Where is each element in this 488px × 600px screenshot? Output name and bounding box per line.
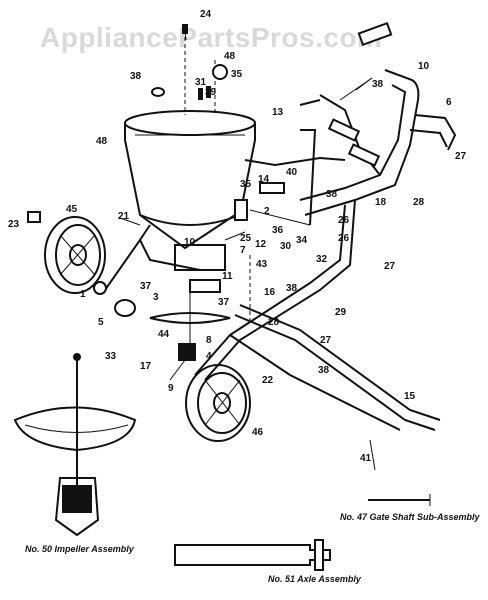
top-hardware [151, 24, 228, 100]
callout-16: 16 [264, 287, 276, 298]
handle-frame [244, 21, 457, 226]
callout-31: 31 [195, 77, 207, 88]
callout-22: 22 [262, 375, 274, 386]
callout-38: 38 [130, 71, 142, 82]
callout-10: 10 [418, 61, 430, 72]
callout-28: 28 [413, 197, 425, 208]
callout-32: 32 [316, 254, 328, 265]
callout-12: 12 [255, 239, 267, 250]
callout-33: 33 [105, 351, 117, 362]
callout-2: 2 [264, 206, 270, 217]
callout-46: 46 [252, 427, 264, 438]
callout-10: 10 [184, 237, 196, 248]
callout-3: 3 [153, 292, 159, 303]
callout-43: 43 [256, 259, 268, 270]
callout-40: 40 [286, 167, 298, 178]
callout-5: 5 [98, 317, 104, 328]
callout-21: 21 [118, 211, 130, 222]
callout-14: 14 [258, 174, 270, 185]
impeller-assembly-drawing [13, 353, 137, 537]
callout-44: 44 [158, 329, 170, 340]
callout-38: 38 [326, 189, 338, 200]
callout-27: 27 [455, 151, 467, 162]
callout-15: 15 [404, 391, 416, 402]
callout-24: 24 [200, 9, 212, 20]
callout-38: 38 [318, 365, 330, 376]
callout-7: 7 [240, 245, 246, 256]
callout-41: 41 [360, 453, 372, 464]
callout-4: 4 [206, 351, 212, 362]
callout-37: 37 [218, 297, 230, 308]
callout-28: 28 [268, 317, 280, 328]
gate-shaft-drawing [368, 494, 431, 506]
right-wheel [185, 364, 251, 442]
callout-48: 48 [96, 136, 108, 147]
callout-34: 34 [296, 235, 308, 246]
callout-6: 6 [446, 97, 452, 108]
callout-25: 25 [240, 233, 252, 244]
caption-axle-assembly: No. 51 Axle Assembly [268, 574, 361, 584]
callout-29: 29 [335, 307, 347, 318]
callout-1: 1 [80, 289, 86, 300]
left-wheel [27, 211, 106, 294]
axle-drawing [174, 539, 331, 571]
callout-9: 9 [168, 383, 174, 394]
callout-8: 8 [206, 335, 212, 346]
callout-36: 36 [272, 225, 284, 236]
gearbox [174, 182, 311, 320]
callout-27: 27 [384, 261, 396, 272]
callout-38: 38 [286, 283, 298, 294]
callout-18: 18 [375, 197, 387, 208]
callout-37: 37 [140, 281, 152, 292]
watermark-logo: AppliancePartsPros.com [40, 22, 383, 53]
main-frame [104, 199, 441, 431]
caption-impeller-assembly: No. 50 Impeller Assembly [25, 544, 134, 554]
callout-26: 26 [338, 215, 350, 226]
callout-38: 38 [372, 79, 384, 90]
callout-13: 13 [272, 107, 284, 118]
callout-35: 35 [240, 179, 252, 190]
leader-lines [119, 31, 376, 471]
hopper [124, 110, 256, 250]
callout-48: 48 [224, 51, 236, 62]
callout-11: 11 [222, 271, 233, 282]
caption-gate-shaft: No. 47 Gate Shaft Sub-Assembly [340, 512, 480, 522]
callout-30: 30 [280, 241, 292, 252]
callout-45: 45 [66, 204, 78, 215]
callout-35: 35 [231, 69, 243, 80]
callout-27: 27 [320, 335, 332, 346]
callout-17: 17 [140, 361, 152, 372]
callout-26: 26 [338, 233, 350, 244]
callout-39: 39 [205, 87, 217, 98]
callout-23: 23 [8, 219, 20, 230]
